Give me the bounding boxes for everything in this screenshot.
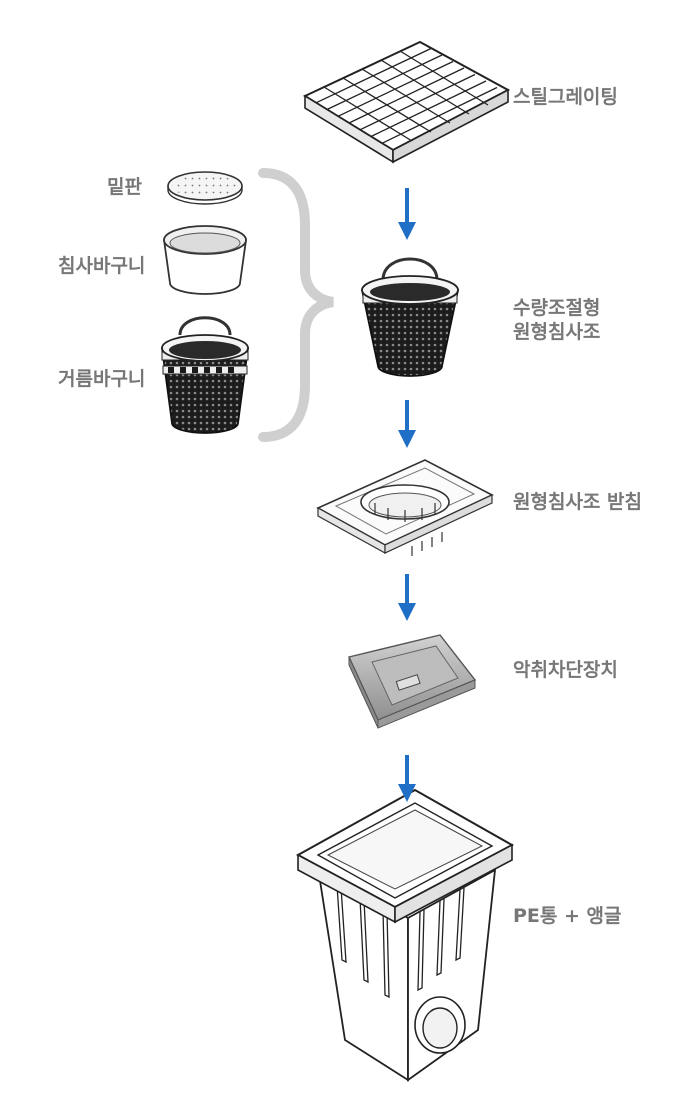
odor-blocker-illustration: [348, 634, 477, 729]
steel-grating-illustration: [302, 40, 511, 164]
label-assembly-line2: 원형침사조: [513, 321, 600, 343]
label-filter-basket: 거름바구니: [58, 368, 145, 390]
bottom-plate-illustration: [167, 171, 243, 205]
label-sediment-basket: 침사바구니: [58, 255, 145, 277]
label-bottom-plate: 밑판: [107, 176, 142, 198]
assembled-basket-illustration: [360, 257, 460, 377]
pe-body-illustration: [295, 788, 515, 1082]
label-grating: 스틸그레이팅: [513, 86, 618, 108]
arrow-4: [398, 755, 416, 802]
sediment-basket-illustration: [162, 225, 248, 295]
arrow-2: [398, 400, 416, 448]
label-odor-blocker: 악취차단장치: [513, 659, 618, 681]
arrow-1: [398, 188, 416, 240]
arrow-3: [398, 574, 416, 621]
grouping-brace: [258, 168, 334, 442]
basket-support-illustration: [316, 459, 494, 556]
label-support: 원형침사조 받침: [513, 491, 642, 513]
label-body: PE통 + 앵글: [513, 905, 622, 927]
label-assembly-line1: 수량조절형: [513, 297, 600, 319]
filter-basket-illustration: [160, 316, 250, 434]
